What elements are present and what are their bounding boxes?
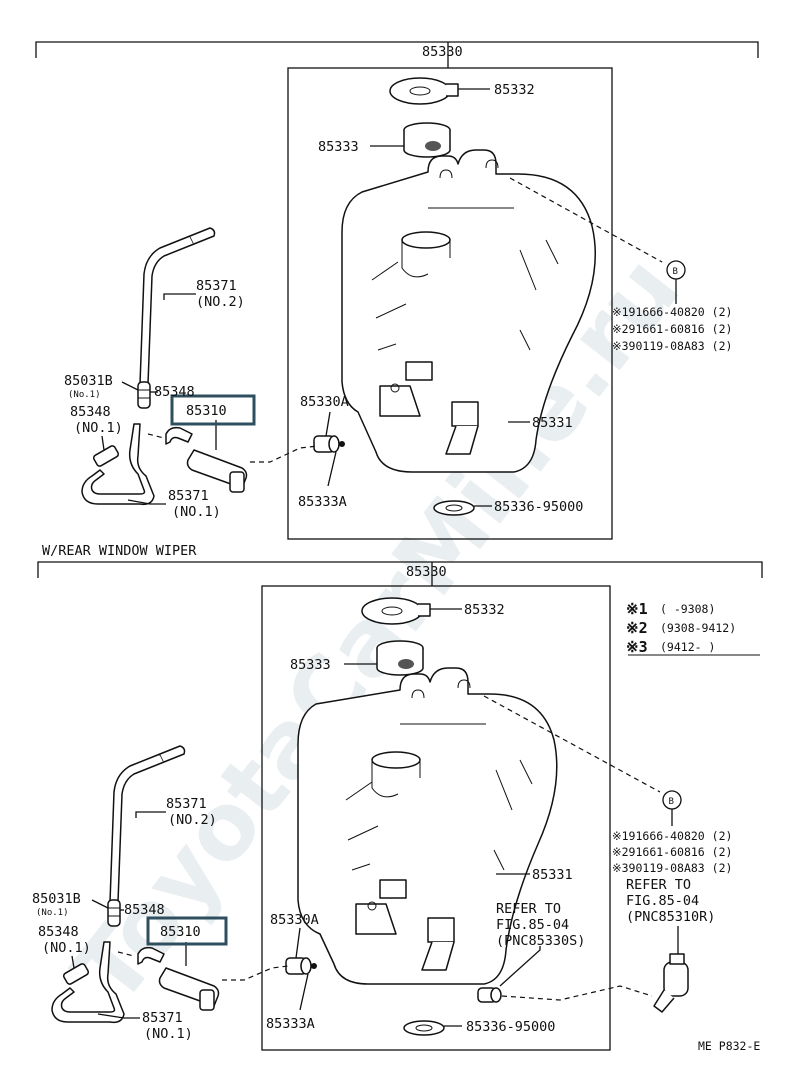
bottom-section: 85330 ※1 ( -9308) ※2 (9308-9412) ※3 (941… xyxy=(32,561,763,1051)
bottom-seal-label: 85333A xyxy=(266,1016,315,1032)
bottom-refer1-line1: REFER TO xyxy=(496,901,561,917)
top-assembly-box xyxy=(287,67,613,540)
bottom-refer2-line2: FIG.85-04 xyxy=(626,893,699,909)
bottom-rear-grommet xyxy=(477,987,502,1003)
legend-mark-1: ※1 xyxy=(626,600,648,618)
bottom-bolt-2: ※291661-60816 (2) xyxy=(612,845,732,859)
top-grommet-label: 85330A xyxy=(300,394,349,410)
legend-mark-2: ※2 xyxy=(626,619,648,637)
bottom-joint-label: 85348 xyxy=(124,902,165,918)
bottom-grommet xyxy=(285,957,317,975)
bottom-hose1-sub: (NO.1) xyxy=(144,1026,193,1042)
top-strainer-label: 85333 xyxy=(318,139,359,155)
bottom-check-valve xyxy=(107,899,121,927)
bottom-cap-label: 85332 xyxy=(464,602,505,618)
top-valve-label: 85031B xyxy=(64,373,113,389)
bottom-hose2-sub: (NO.2) xyxy=(168,812,217,828)
legend-range-1: ( -9308) xyxy=(660,602,715,616)
bottom-pump-label: 85310 xyxy=(160,924,201,940)
bottom-hose1-label: 85371 xyxy=(142,1010,183,1026)
top-pump xyxy=(165,426,248,493)
top-bolt-2: ※291661-60816 (2) xyxy=(612,322,732,336)
bottom-hose-no1 xyxy=(51,941,125,1024)
legend: ※1 ( -9308) ※2 (9308-9412) ※3 (9412- ) xyxy=(626,600,760,656)
top-valve-sub: (No.1) xyxy=(68,390,101,400)
bottom-refer1-line2: FIG.85-04 xyxy=(496,917,569,933)
legend-mark-3: ※3 xyxy=(626,638,648,656)
bottom-pump-highlight xyxy=(146,916,228,946)
top-drain-label: 85336-95000 xyxy=(494,499,583,515)
top-joint1-sub: (NO.1) xyxy=(74,420,123,436)
bottom-tank-label: 85331 xyxy=(532,867,573,883)
top-bolt-1: ※191666-40820 (2) xyxy=(612,305,732,319)
top-hose1-sub: (NO.1) xyxy=(172,504,221,520)
bottom-tank xyxy=(297,667,558,985)
bottom-drain xyxy=(403,1020,445,1036)
top-seal-label: 85333A xyxy=(298,494,347,510)
bottom-strainer-label: 85333 xyxy=(290,657,331,673)
top-cap xyxy=(389,77,459,105)
bottom-rear-pump xyxy=(653,953,689,1013)
bottom-bolt-3: ※390119-08A83 (2) xyxy=(612,861,732,875)
top-joint1-label: 85348 xyxy=(70,404,111,420)
bottom-hose2-label: 85371 xyxy=(166,796,207,812)
top-bolt-3: ※390119-08A83 (2) xyxy=(612,339,732,353)
bottom-pump xyxy=(137,946,220,1011)
top-joint-label: 85348 xyxy=(154,384,195,400)
top-hose2-label: 85371 xyxy=(196,278,237,294)
bottom-assembly-label: 85330 xyxy=(406,564,447,580)
section-title: W/REAR WINDOW WIPER xyxy=(42,543,197,559)
bottom-assembly-box xyxy=(261,585,611,1051)
bottom-valve-sub: (No.1) xyxy=(36,908,69,918)
top-hose1-label: 85371 xyxy=(168,488,209,504)
top-hose-no1 xyxy=(81,423,155,506)
top-hose2-sub: (NO.2) xyxy=(196,294,245,310)
bottom-joint1-label: 85348 xyxy=(38,924,79,940)
bottom-refer1-line3: (PNC85330S) xyxy=(496,933,585,949)
top-cap-label: 85332 xyxy=(494,82,535,98)
top-check-valve xyxy=(137,381,151,409)
bottom-drain-label: 85336-95000 xyxy=(466,1019,555,1035)
bottom-valve-label: 85031B xyxy=(32,891,81,907)
top-tank xyxy=(341,149,597,473)
bottom-cap xyxy=(361,597,431,625)
legend-range-2: (9308-9412) xyxy=(660,621,736,635)
top-section: 85330 85332 85333 xyxy=(35,41,759,540)
bottom-bolt-ref-label: B xyxy=(669,797,674,807)
legend-range-3: (9412- ) xyxy=(660,640,715,654)
figure-code: ME P832-E xyxy=(698,1039,760,1053)
top-pump-label: 85310 xyxy=(186,403,227,419)
bottom-assembly-bracket xyxy=(37,561,763,578)
top-assembly-label: 85330 xyxy=(422,44,463,60)
top-strainer xyxy=(403,122,451,158)
bottom-joint1-sub: (NO.1) xyxy=(42,940,91,956)
bottom-hose-no2 xyxy=(109,745,186,903)
top-assembly-bracket xyxy=(35,41,759,58)
top-hose-no2 xyxy=(139,227,216,385)
top-pump-highlight xyxy=(170,394,256,426)
bottom-bolt-1: ※191666-40820 (2) xyxy=(612,829,732,843)
top-bolt-ref-label: B xyxy=(673,267,678,277)
bottom-refer2-line3: (PNC85310R) xyxy=(626,909,715,925)
top-tank-label: 85331 xyxy=(532,415,573,431)
bottom-refer2-line1: REFER TO xyxy=(626,877,691,893)
top-grommet xyxy=(313,435,345,453)
bottom-grommet-label: 85330A xyxy=(270,912,319,928)
top-drain xyxy=(433,500,475,516)
bottom-strainer xyxy=(376,640,424,676)
